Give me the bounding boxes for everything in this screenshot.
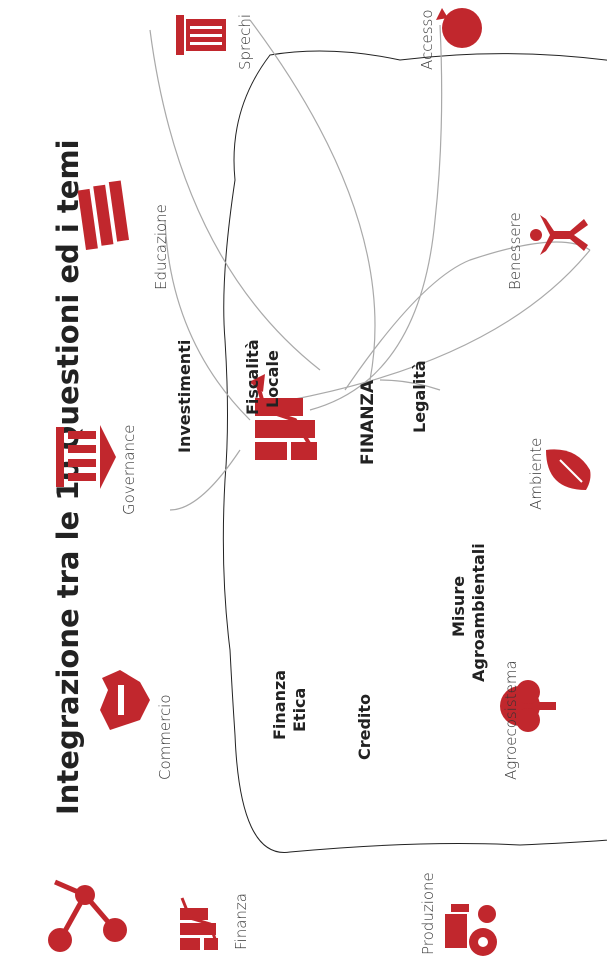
theme-node-benessere[interactable]: Benessere (506, 212, 588, 290)
theme-label-accesso: Accesso (418, 9, 436, 70)
tractor-icon (445, 904, 497, 956)
theme-node-governance[interactable]: Governance (56, 425, 138, 516)
keyword-finanza-etica-2: Etica (290, 688, 309, 732)
keyword-credito: Credito (355, 694, 374, 760)
person-icon (530, 215, 588, 255)
theme-node-accesso[interactable]: Accesso (418, 8, 482, 70)
network-nodes-icon (48, 879, 127, 952)
handshake-icon (100, 670, 150, 730)
theme-node-educazione[interactable]: Educazione (77, 180, 170, 290)
theme-node-produzione[interactable]: Produzione (419, 872, 497, 956)
theme-label-governance: Governance (120, 425, 138, 516)
trash-bin-icon (176, 15, 226, 55)
theme-node-finanza[interactable]: Finanza (180, 893, 250, 950)
theme-node-ambiente[interactable]: Ambiente (527, 438, 591, 510)
theme-ring (222, 50, 607, 853)
theme-node-sprechi[interactable]: Sprechi (176, 14, 254, 70)
theme-label-sprechi: Sprechi (236, 14, 254, 70)
theme-node-agroecosistema[interactable]: Agroecosistema (500, 660, 556, 780)
theme-label-ambiente: Ambiente (527, 438, 545, 510)
theme-label-commercio: Commercio (156, 694, 174, 780)
keyword-misure-2: Agroambientali (469, 543, 488, 682)
keyword-legalita: Legalità (410, 360, 429, 433)
keyword-misure-1: Misure (449, 576, 468, 637)
theme-node-commercio[interactable]: Commercio (100, 670, 174, 780)
institution-icon (56, 425, 116, 489)
apple-icon (436, 8, 482, 48)
theme-label-finanza: Finanza (232, 893, 250, 950)
leaves-icon (546, 449, 591, 490)
theme-label-agroecosistema: Agroecosistema (502, 660, 520, 780)
keyword-investimenti: Investimenti (175, 340, 194, 453)
theme-label-educazione: Educazione (152, 204, 170, 290)
finance-chart-icon (180, 897, 218, 950)
finance-chart-icon (249, 374, 317, 460)
center-label: FINANZA (358, 379, 378, 465)
tree-icon (500, 680, 556, 732)
keyword-fiscalita-2: Locale (263, 350, 282, 408)
keyword-finanza-etica-1: Finanza (270, 670, 289, 740)
spokes (149, 19, 591, 511)
keyword-fiscalita-1: Fiscalità (243, 339, 262, 415)
center-node: FINANZA (249, 374, 378, 465)
theme-label-produzione: Produzione (419, 872, 437, 955)
theme-label-benessere: Benessere (506, 212, 524, 290)
books-icon (77, 180, 130, 250)
